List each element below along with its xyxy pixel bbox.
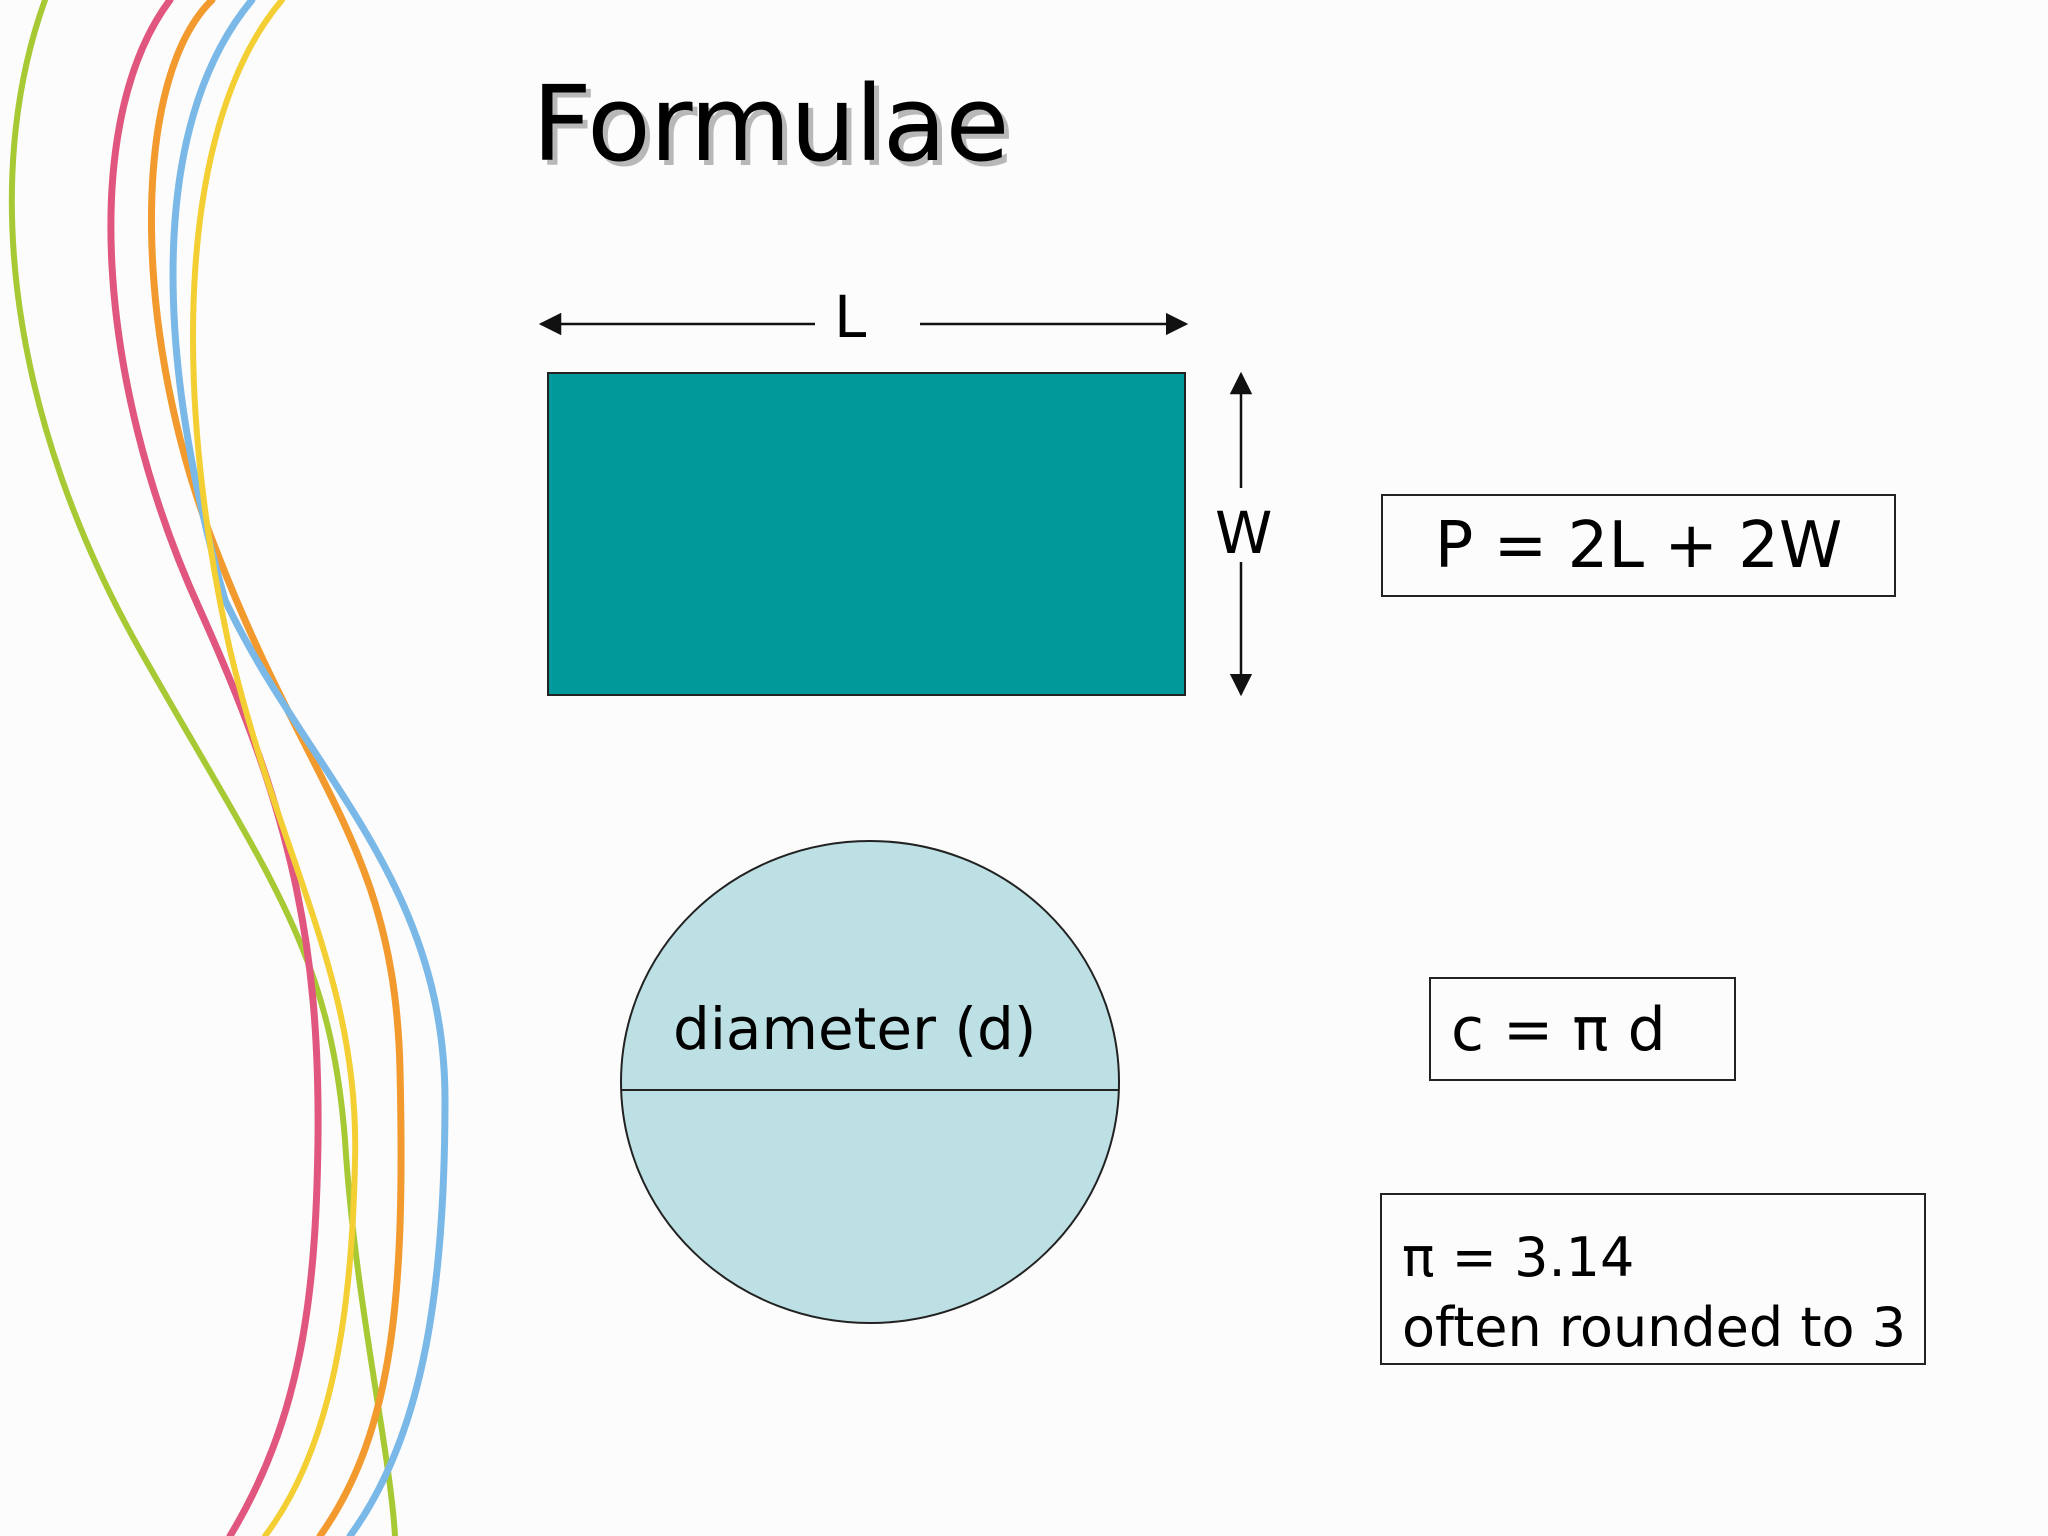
- length-label: L: [834, 283, 867, 351]
- slide-title: Formulae: [532, 63, 1010, 185]
- pi-note-box: π = 3.14 often rounded to 3: [1380, 1193, 1926, 1365]
- rectangle-shape: [547, 372, 1186, 696]
- circle-shape: [620, 840, 1120, 1324]
- circumference-formula-box: c = π d: [1429, 977, 1736, 1081]
- decorative-wave-lines: [8, 0, 449, 1536]
- blue-wave-line: [169, 0, 449, 1536]
- width-label: W: [1215, 499, 1273, 567]
- pi-rounding-text: often rounded to 3: [1402, 1296, 1907, 1360]
- pi-value-text: π = 3.14: [1402, 1226, 1635, 1289]
- circumference-formula: c = π d: [1451, 995, 1666, 1065]
- perimeter-formula: P = 2L + 2W: [1434, 509, 1843, 583]
- diameter-label: diameter (d): [673, 995, 1037, 1063]
- yellow-wave-line: [190, 0, 359, 1536]
- green-wave-line: [8, 0, 398, 1536]
- perimeter-formula-box: P = 2L + 2W: [1381, 494, 1896, 597]
- orange-wave-line: [147, 0, 405, 1536]
